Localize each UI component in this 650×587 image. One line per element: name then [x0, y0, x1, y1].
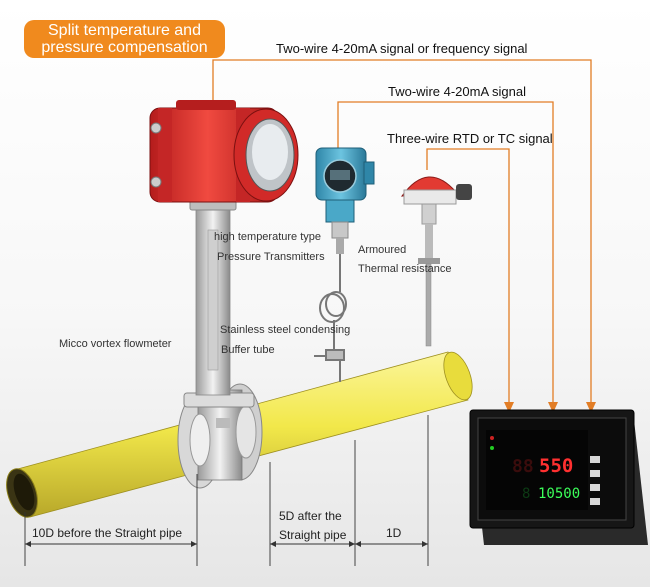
- buffer-coil: [314, 254, 347, 382]
- signal-wires: [212, 59, 592, 405]
- thermal-sensor: [400, 176, 472, 347]
- display-upper-prefix: 88: [512, 456, 534, 477]
- pressure-label-line-1: high temperature type: [214, 231, 322, 243]
- buffer-label-line-2: Buffer tube: [221, 344, 275, 356]
- signal-label-temperature: Three-wire RTD or TC signal: [387, 131, 553, 146]
- signal-label-pressure: Two-wire 4-20mA signal: [388, 84, 526, 99]
- flowmeter-stem: [189, 195, 237, 396]
- pressure-transmitter: [315, 147, 375, 254]
- display-upper-value: 550: [539, 455, 573, 477]
- arrow-head: [548, 402, 558, 413]
- dimension-arrows: [25, 541, 428, 547]
- signal-wire-temperature: [426, 148, 510, 405]
- flowmeter-body: [177, 383, 263, 489]
- display-lower-prefix: 8: [522, 486, 530, 502]
- dimension-after-label-line-2: Straight pipe: [279, 528, 347, 542]
- arrow-head: [504, 402, 514, 413]
- arrow-head: [586, 402, 596, 413]
- display-lower-value: 10500: [538, 486, 580, 502]
- signal-wire-flowmeter: [212, 59, 592, 405]
- buffer-label-line-1: Stainless steel condensing: [220, 324, 351, 336]
- signal-label-flowmeter: Two-wire 4-20mA signal or frequency sign…: [276, 41, 528, 56]
- armoured-label-line-1: Armoured: [358, 244, 407, 256]
- dimension-before-label: 10D before the Straight pipe: [32, 526, 183, 540]
- dimension-lines: [24, 415, 429, 566]
- dimension-after-label-line-1: 5D after the: [279, 509, 342, 523]
- dimension-oned-label: 1D: [386, 526, 402, 540]
- title-line-1: Split temperature and: [48, 22, 201, 39]
- pressure-label-line-2: Pressure Transmitters: [217, 251, 325, 263]
- signal-wire-pressure: [337, 101, 554, 405]
- title-badge: Split temperature and pressure compensat…: [24, 20, 225, 58]
- display-instrument: 88 550 8 10500: [469, 409, 648, 545]
- armoured-label-line-2: Thermal resistance: [358, 263, 452, 275]
- signal-arrows: [504, 402, 596, 413]
- flowmeter-label: Micco vortex flowmeter: [59, 338, 172, 350]
- title-line-2: pressure compensation: [41, 39, 208, 56]
- flowmeter-head: [149, 100, 299, 203]
